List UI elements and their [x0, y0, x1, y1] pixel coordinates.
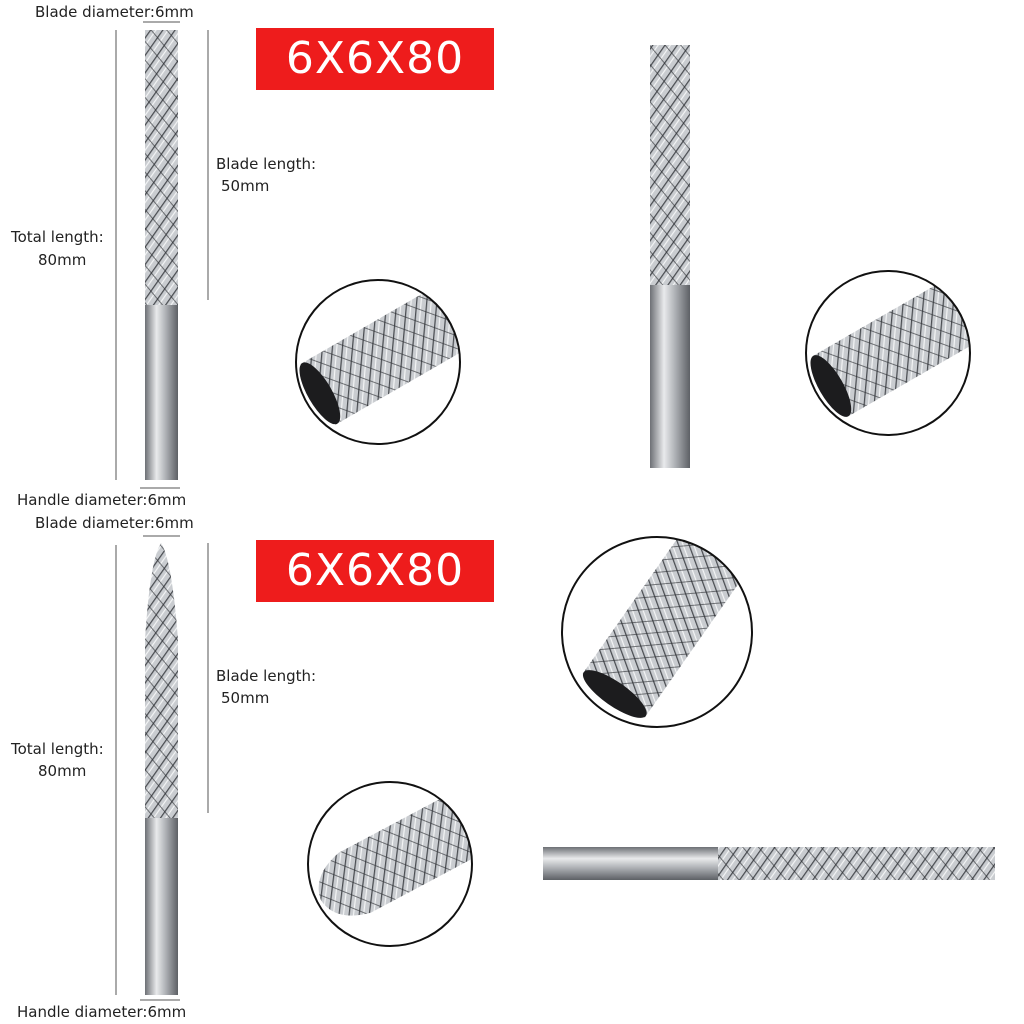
pointed-bit-vertical — [145, 543, 178, 995]
detail-circle-flat-3 — [561, 536, 753, 728]
blade-length-value: 50mm — [221, 689, 270, 707]
handle-diameter-label: Handle diameter:6mm — [17, 1003, 187, 1021]
detail-circle-flat-1 — [295, 279, 461, 445]
detail-circle-flat-2 — [805, 270, 971, 436]
dimension-lines-top — [115, 21, 209, 489]
size-badge: 6X6X80 — [256, 28, 494, 90]
dimension-lines-bottom — [115, 535, 209, 1001]
blade-length-value: 50mm — [221, 177, 270, 195]
blade-length-label: Blade length: — [216, 155, 317, 173]
total-length-value: 80mm — [38, 251, 87, 269]
detail-circle-pointed — [307, 781, 473, 947]
flat-bit-vertical — [145, 30, 178, 480]
blade-diameter-label: Blade diameter:6mm — [35, 3, 194, 21]
total-length-label: Total length: — [11, 228, 104, 246]
handle-diameter-label: Handle diameter:6mm — [17, 491, 187, 509]
blade-length-label: Blade length: — [216, 667, 317, 685]
bit-horizontal — [543, 847, 995, 880]
total-length-value: 80mm — [38, 762, 87, 780]
blade-diameter-label: Blade diameter:6mm — [35, 514, 194, 532]
flat-bit-side-view — [650, 45, 690, 468]
size-badge: 6X6X80 — [256, 540, 494, 602]
total-length-label: Total length: — [11, 740, 104, 758]
